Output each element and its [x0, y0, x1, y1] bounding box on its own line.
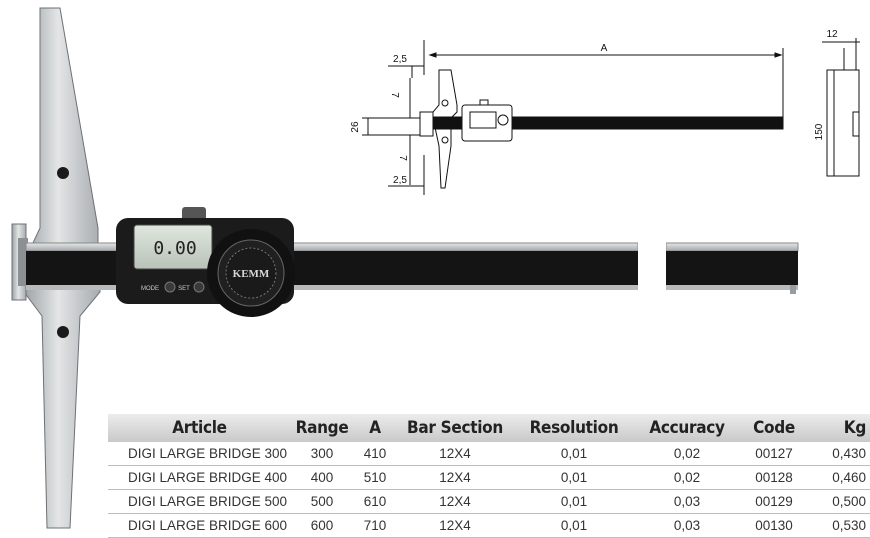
dim-upper: 7 — [389, 92, 400, 98]
cell-article: DIGI LARGE BRIDGE 500 — [108, 489, 291, 514]
cell-bar-section: 12X4 — [397, 465, 513, 490]
cell-kg: 0,530 — [809, 513, 870, 538]
cell-article: DIGI LARGE BRIDGE 300 — [108, 442, 291, 466]
header-article: Article — [108, 414, 291, 442]
cell-accuracy: 0,02 — [635, 465, 739, 490]
cell-a: 710 — [353, 513, 397, 538]
technical-drawing-side — [822, 38, 860, 177]
measuring-hook — [11, 223, 28, 301]
mode-label: MODE — [141, 286, 159, 292]
spec-table: Article Range A Bar Section Resolution A… — [108, 414, 870, 538]
cell-code: 00130 — [739, 513, 809, 538]
set-label: SET — [178, 286, 190, 292]
cell-article: DIGI LARGE BRIDGE 600 — [108, 513, 291, 538]
cell-range: 500 — [291, 489, 353, 514]
cell-range: 300 — [291, 442, 353, 466]
cell-code: 00127 — [739, 442, 809, 466]
brand-logo: KEMM — [233, 268, 270, 280]
cell-code: 00128 — [739, 465, 809, 490]
dim-side-width: 12 — [826, 29, 838, 40]
dim-side-height: 150 — [814, 123, 825, 140]
bridge-hole — [57, 167, 69, 179]
cell-range: 600 — [291, 513, 353, 538]
table-header-row: Article Range A Bar Section Resolution A… — [108, 414, 870, 442]
header-kg: Kg — [809, 414, 870, 442]
mode-button[interactable] — [164, 281, 176, 293]
header-accuracy: Accuracy — [635, 414, 739, 442]
cell-kg: 0,460 — [809, 465, 870, 490]
cell-a: 610 — [353, 489, 397, 514]
cell-range: 400 — [291, 465, 353, 490]
cell-bar-section: 12X4 — [397, 489, 513, 514]
bridge-hole — [57, 326, 69, 338]
cell-accuracy: 0,03 — [635, 489, 739, 514]
cell-resolution: 0,01 — [513, 513, 635, 538]
dim-left-top: 2,5 — [393, 54, 407, 65]
header-code: Code — [739, 414, 809, 442]
set-button[interactable] — [193, 281, 205, 293]
technical-drawing-front — [362, 40, 784, 195]
header-bar-section: Bar Section — [397, 414, 513, 442]
cell-bar-section: 12X4 — [397, 513, 513, 538]
header-range: Range — [291, 414, 353, 442]
digital-head: 0.00 MODE SET KEMM — [116, 207, 295, 317]
lcd-display — [133, 224, 213, 270]
header-a: A — [353, 414, 397, 442]
dim-height: 26 — [350, 121, 361, 133]
table-row: DIGI LARGE BRIDGE 300 300 410 12X4 0,01 … — [108, 442, 870, 466]
cell-a: 410 — [353, 442, 397, 466]
lcd-reading: 0.00 — [153, 238, 196, 259]
cell-kg: 0,500 — [809, 489, 870, 514]
cell-article: DIGI LARGE BRIDGE 400 — [108, 465, 291, 490]
lock-screw — [182, 207, 206, 221]
table-row: DIGI LARGE BRIDGE 600 600 710 12X4 0,01 … — [108, 513, 870, 538]
dim-length-a: A — [601, 43, 608, 54]
cell-accuracy: 0,03 — [635, 513, 739, 538]
table-row: DIGI LARGE BRIDGE 500 500 610 12X4 0,01 … — [108, 489, 870, 514]
dim-left-bottom: 2,5 — [393, 175, 407, 186]
dim-lower: 7 — [397, 155, 408, 161]
table-row: DIGI LARGE BRIDGE 400 400 510 12X4 0,01 … — [108, 465, 870, 490]
cell-kg: 0,430 — [809, 442, 870, 466]
cell-code: 00129 — [739, 489, 809, 514]
cell-bar-section: 12X4 — [397, 442, 513, 466]
cell-resolution: 0,01 — [513, 465, 635, 490]
cell-accuracy: 0,02 — [635, 442, 739, 466]
cell-a: 510 — [353, 465, 397, 490]
cell-resolution: 0,01 — [513, 489, 635, 514]
header-resolution: Resolution — [513, 414, 635, 442]
cell-resolution: 0,01 — [513, 442, 635, 466]
